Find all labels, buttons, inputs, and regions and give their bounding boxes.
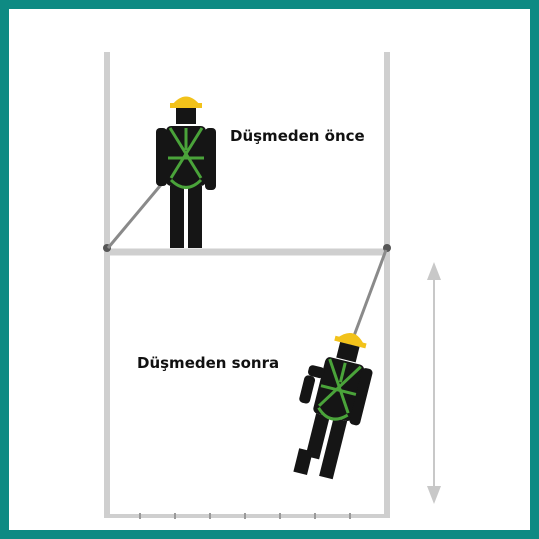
double-arrow-icon bbox=[427, 262, 441, 504]
label-after-fall: Düşmeden sonra bbox=[137, 354, 279, 372]
lanyard-before bbox=[108, 180, 165, 248]
worker-suspended-icon bbox=[282, 325, 381, 485]
worker-standing-icon bbox=[156, 97, 216, 249]
label-before-fall: Düşmeden önce bbox=[230, 127, 365, 145]
scaffold bbox=[104, 52, 390, 516]
